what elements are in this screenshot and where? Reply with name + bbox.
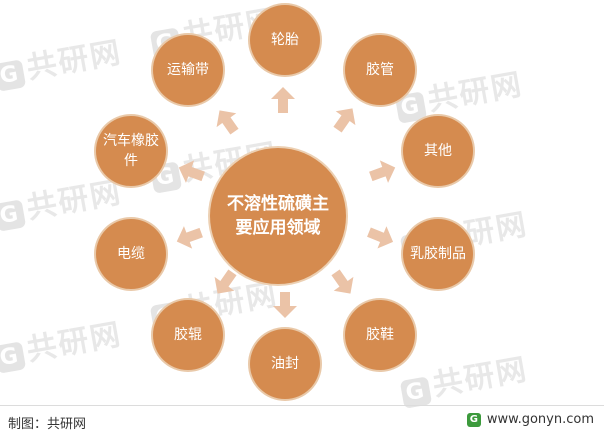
footer-divider (0, 405, 604, 406)
node-auto-rubber-parts: 汽车橡胶件 (96, 116, 166, 186)
arrow-to-seal (270, 290, 300, 320)
gonyn-logo-icon: G (466, 412, 481, 427)
node-latex-products: 乳胶制品 (403, 219, 473, 289)
watermark: G共研网 (397, 344, 531, 410)
node-other: 其他 (403, 116, 473, 186)
node-cable: 电缆 (96, 219, 166, 289)
node-label: 油封 (271, 356, 299, 372)
center-node: 不溶性硫磺主要应用领域 (210, 148, 346, 284)
node-oil-seal: 油封 (250, 329, 320, 399)
arrow-to-roller (204, 262, 246, 304)
node-label: 胶辊 (174, 327, 202, 343)
arrow-to-latex (361, 217, 400, 256)
node-label: 胶管 (366, 62, 394, 78)
node-label: 胶鞋 (366, 327, 394, 343)
node-rubber-shoes: 胶鞋 (345, 300, 415, 370)
watermark: G共研网 (0, 309, 125, 375)
arrow-to-cable (170, 218, 208, 256)
arrow-to-conveyor (206, 100, 248, 142)
source-credit: 制图：共研网 (8, 417, 87, 432)
node-label: 汽车橡胶件 (103, 133, 159, 169)
watermark: G共研网 (0, 167, 125, 233)
arrow-to-auto-rubber (172, 153, 210, 191)
arrow-to-shoe (322, 262, 364, 304)
node-conveyor-belt: 运输带 (153, 35, 223, 105)
watermark: G共研网 (0, 27, 125, 93)
arrow-to-tire (268, 85, 298, 115)
node-hose: 胶管 (345, 35, 415, 105)
node-rubber-roller: 胶辊 (153, 300, 223, 370)
arrow-to-other (364, 153, 402, 191)
arrow-to-hose (324, 98, 366, 140)
node-label: 电缆 (117, 246, 145, 262)
node-label: 运输带 (167, 62, 209, 78)
center-label: 不溶性硫磺主要应用领域 (227, 194, 329, 238)
node-tire: 轮胎 (250, 5, 320, 75)
website-url[interactable]: www.gonyn.com (486, 412, 594, 427)
node-label: 轮胎 (271, 32, 299, 48)
node-label: 乳胶制品 (410, 246, 466, 262)
node-label: 其他 (424, 143, 452, 159)
website-credit[interactable]: G www.gonyn.com (466, 412, 594, 427)
